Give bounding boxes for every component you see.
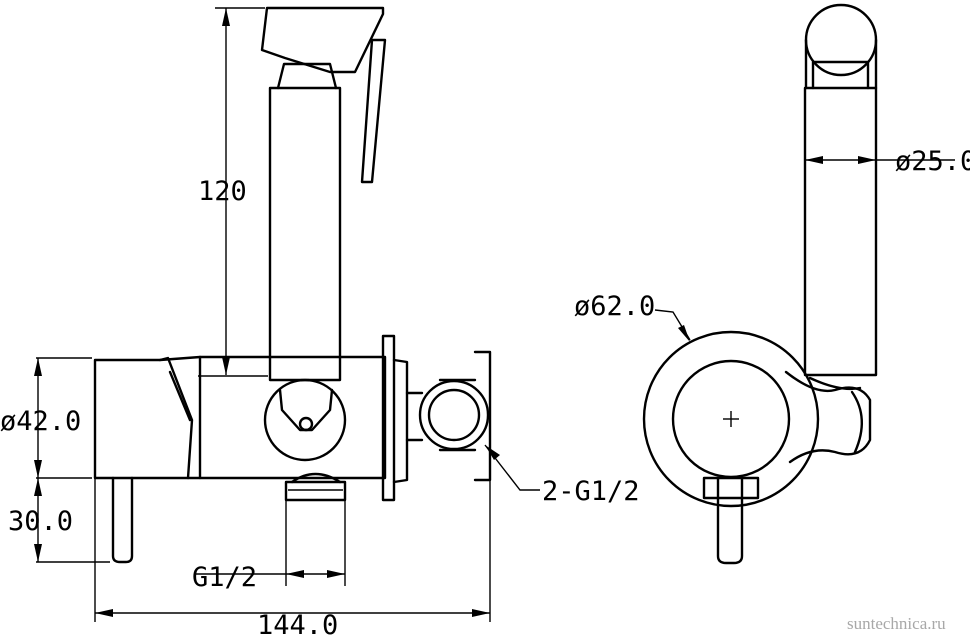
side-view: 120 ø42.0 30.0 G1/2 144.0 2-G1/2 (0, 6, 640, 636)
front-holder (784, 370, 872, 464)
front-sprayer-join (804, 38, 878, 90)
flange-outer-circle (642, 330, 820, 508)
dim-label-2g12: 2-G1/2 (542, 476, 640, 507)
handle-shadow (168, 370, 192, 422)
arrow-42-bottom (34, 460, 42, 478)
inlet-outer-ring (418, 379, 490, 451)
front-lever (716, 476, 744, 565)
inlet-inner-ring (427, 388, 481, 442)
arrow-25-left (805, 156, 823, 164)
front-holder-inner (808, 376, 862, 391)
wall-flange (381, 334, 396, 502)
handle-cap (158, 356, 194, 480)
inlet-link (438, 378, 477, 452)
holder-screw (298, 416, 314, 432)
arrow-g12-left (286, 570, 304, 578)
dim-label-62: ø62.0 (574, 291, 655, 322)
dim-label-30: 30.0 (8, 506, 73, 537)
front-holder-arc (850, 390, 864, 454)
holder-inner (278, 388, 334, 432)
sprayer-trigger (360, 38, 387, 184)
front-sprayer-head (804, 3, 878, 77)
valve-body-center (198, 355, 387, 480)
arrow-30-bottom (34, 544, 42, 562)
front-lever-base (702, 476, 760, 500)
watermark: suntechnica.ru (847, 614, 946, 633)
arrow-30-top (34, 478, 42, 496)
dim-label-25: ø25.0 (895, 146, 970, 177)
sprayer-neck (276, 62, 338, 90)
outlet-nut-top (290, 472, 342, 484)
arrow-120-bottom (222, 357, 230, 375)
arrow-25-right (858, 156, 876, 164)
front-view: ø25.0 ø62.0 (574, 3, 970, 565)
arrow-144-right (472, 609, 490, 617)
dim-label-g12: G1/2 (192, 562, 257, 593)
dim-label-144: 144.0 (257, 610, 338, 636)
inlet-connector (405, 391, 424, 442)
sprayer-head (260, 6, 385, 74)
front-sprayer-neck (811, 60, 870, 90)
arrow-2g12 (485, 445, 500, 460)
leader-2g12 (484, 444, 540, 491)
inlet-plate (473, 350, 492, 482)
flange-edge (392, 358, 409, 484)
valve-body-left (93, 355, 202, 480)
lever (111, 476, 134, 564)
arrow-42-top (34, 358, 42, 376)
arrow-62 (678, 325, 690, 342)
arrow-144-left (95, 609, 113, 617)
dim-label-120: 120 (198, 176, 247, 207)
outlet-nut (284, 480, 347, 502)
dim-label-42: ø42.0 (0, 406, 81, 437)
arrow-g12-right (327, 570, 345, 578)
hose-tube (268, 86, 342, 382)
arrow-120-top (222, 8, 230, 26)
front-hose (803, 86, 878, 377)
